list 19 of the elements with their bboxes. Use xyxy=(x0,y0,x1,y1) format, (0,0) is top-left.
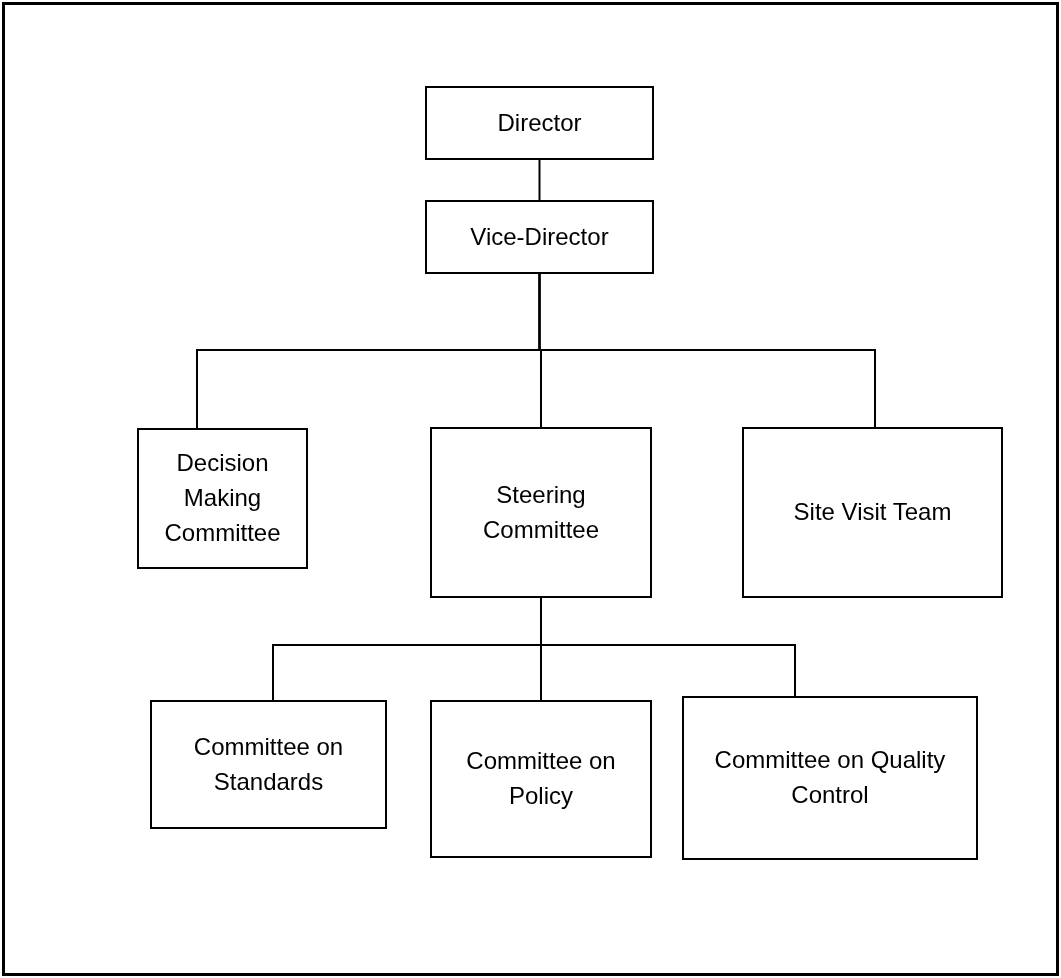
connector-line xyxy=(538,159,541,201)
connector-line xyxy=(540,597,796,697)
box-label: Steering Committee xyxy=(482,479,600,545)
org-box xyxy=(425,86,654,160)
box-label: Committee on Policy xyxy=(465,746,617,811)
org-box xyxy=(742,427,1003,598)
org-box xyxy=(682,696,978,860)
org-box xyxy=(430,427,652,598)
box-label: Director xyxy=(497,107,582,138)
box-label: Decision Making Committee xyxy=(163,448,282,548)
box-label: Site Visit Team xyxy=(793,497,952,528)
box-label: Vice-Director xyxy=(470,221,609,252)
box-label: Committee on Quality Control xyxy=(713,745,947,810)
box-label: Committee on Standards xyxy=(192,731,345,797)
org-box xyxy=(425,200,654,274)
org-box xyxy=(137,428,308,569)
org-box xyxy=(150,700,387,829)
connector-line xyxy=(538,273,876,428)
org-box xyxy=(430,700,652,858)
